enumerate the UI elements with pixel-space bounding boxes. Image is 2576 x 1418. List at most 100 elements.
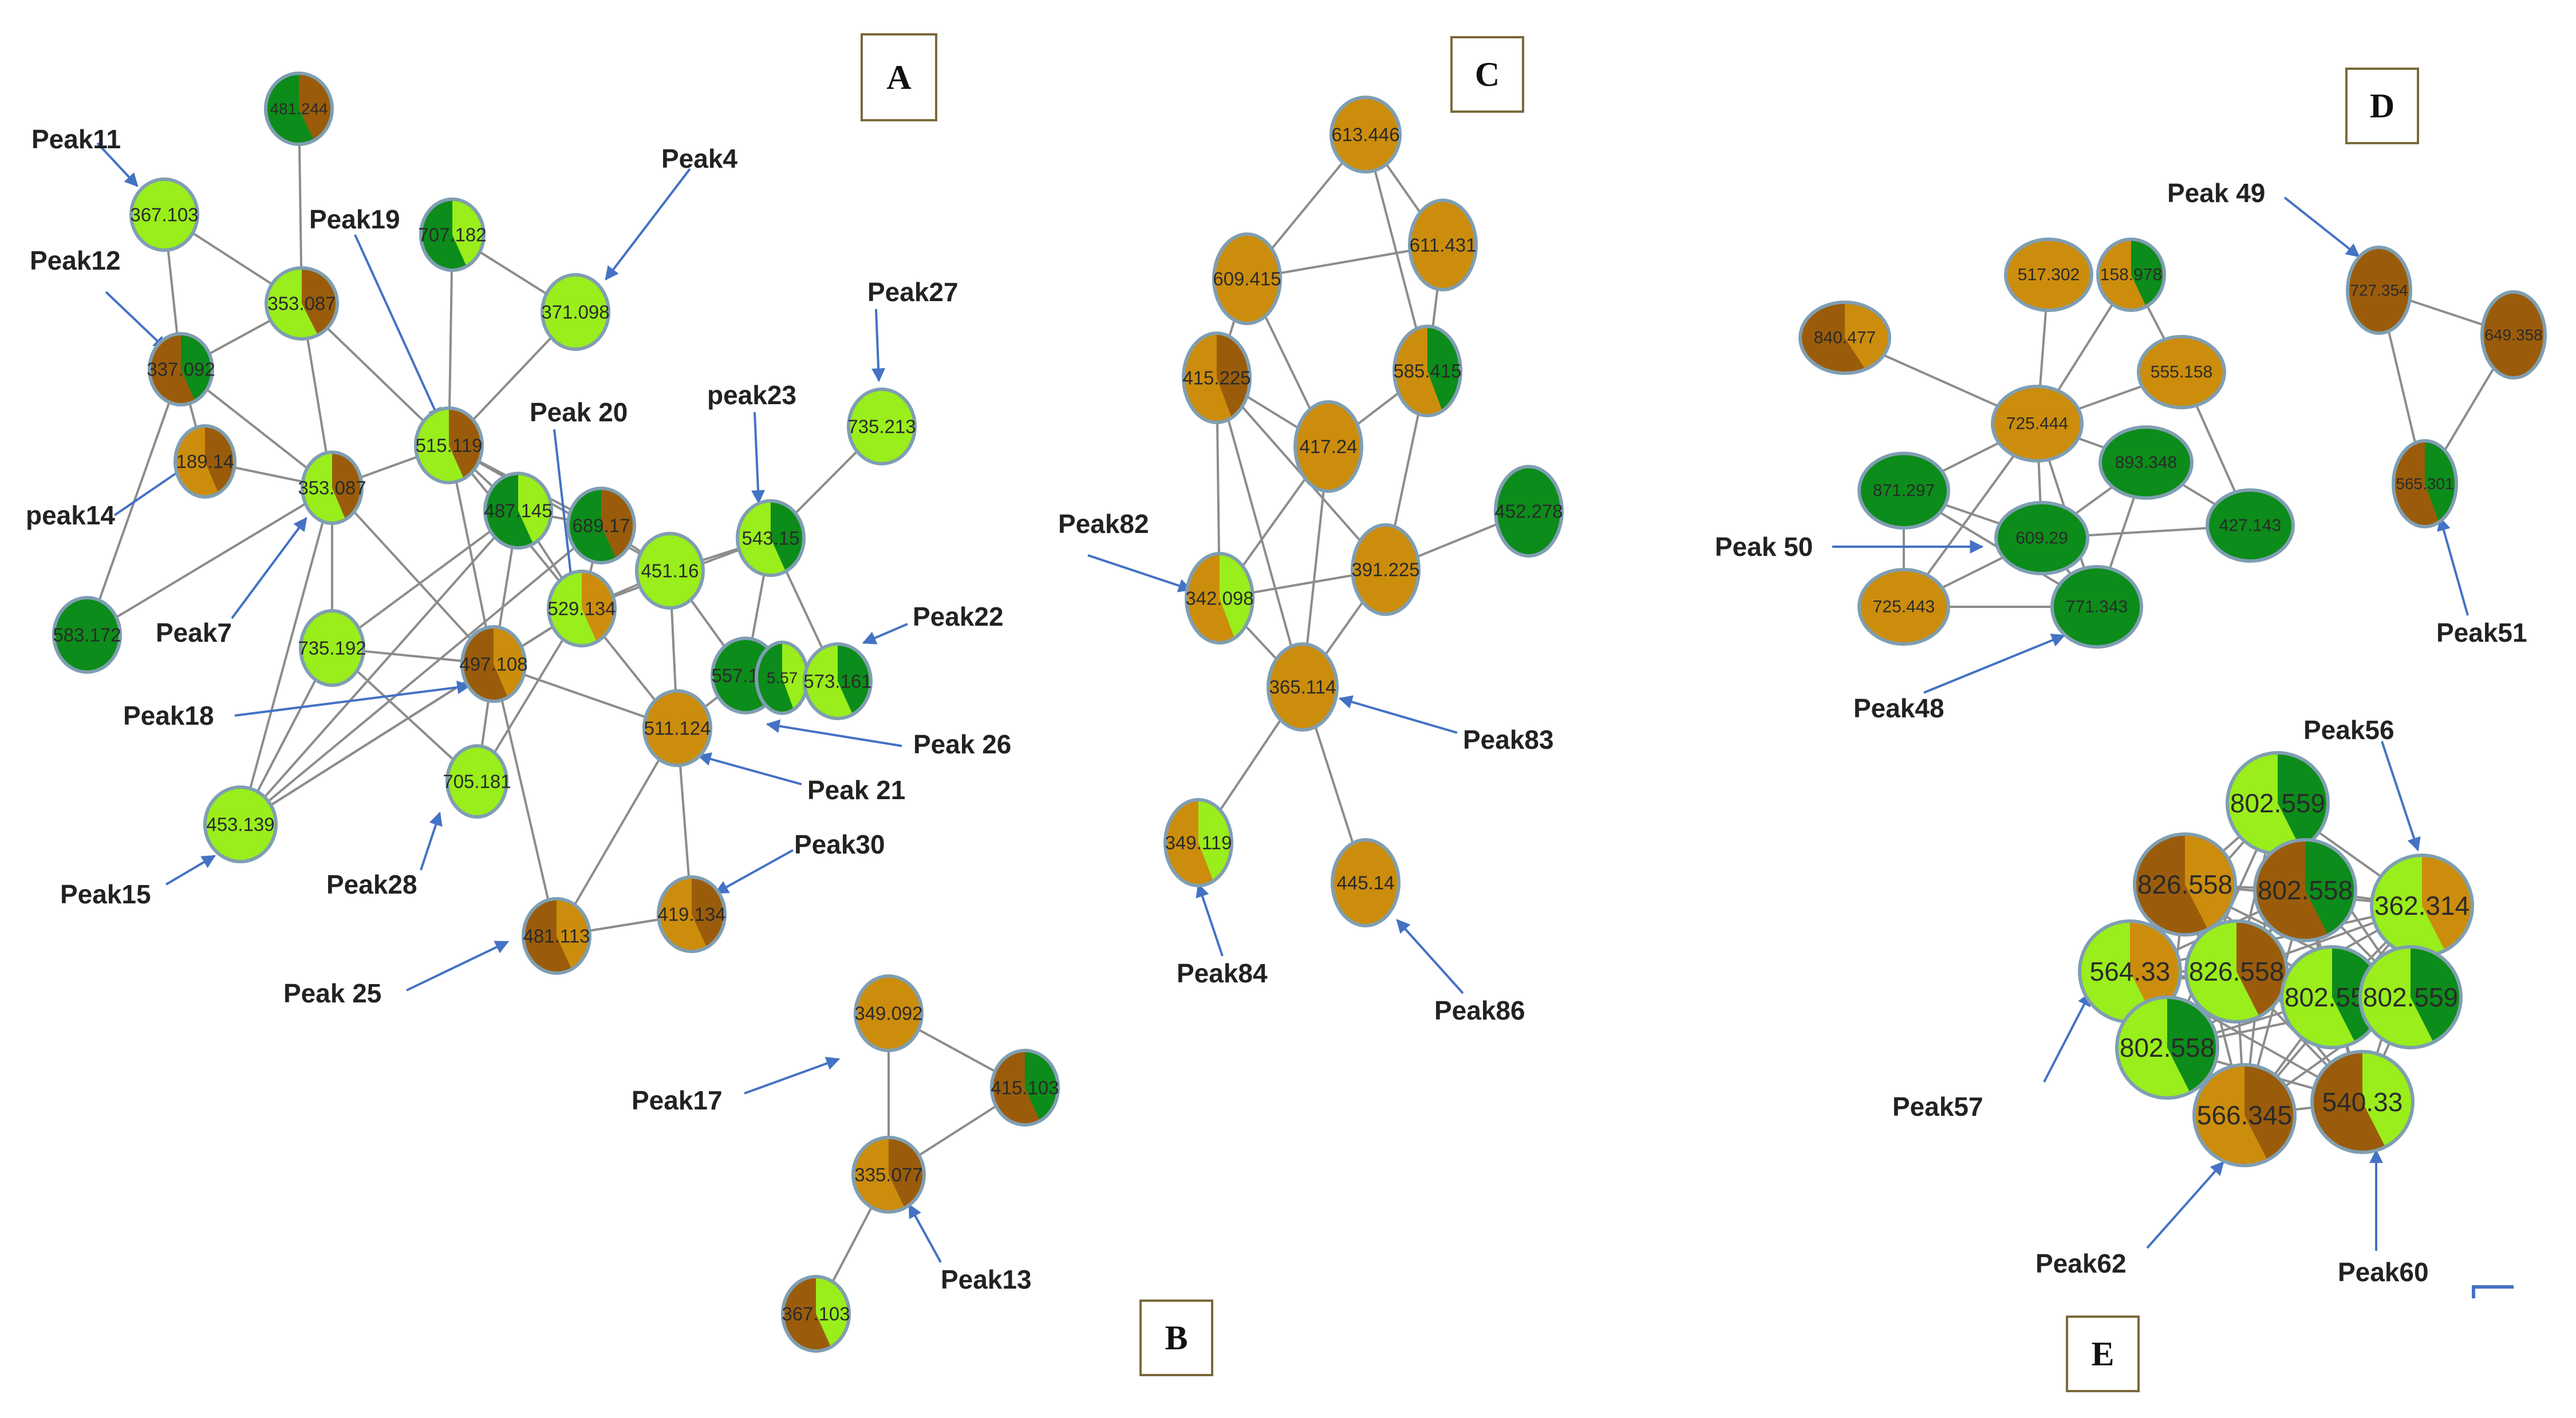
network-edge (239, 509, 519, 825)
node-body (299, 609, 365, 687)
panel-label: C (1475, 56, 1500, 93)
node-label: 840.477 (1814, 329, 1876, 347)
network-node: 893.348 (2098, 425, 2194, 500)
panel-label-box (861, 33, 937, 121)
node-body (129, 177, 199, 252)
node-label: 415.225 (1182, 368, 1250, 389)
node-label: 419.134 (657, 904, 725, 925)
peak-callout-label: Peak 49 (2167, 178, 2265, 208)
network-node: 367.103 (781, 1275, 851, 1353)
network-node: 353.087 (265, 266, 339, 341)
network-edge (239, 607, 583, 825)
callout-arrow (605, 168, 691, 281)
network-node: 707.182 (418, 198, 487, 272)
network-node: 771.343 (2050, 565, 2143, 649)
network-node: 481.113 (522, 897, 591, 975)
network-node: 566.345 (2192, 1063, 2297, 1167)
network-node: 529.134 (547, 570, 617, 647)
node-pie-slice (2236, 923, 2286, 1015)
network-node: 735.213 (847, 388, 917, 465)
node-label: 337.092 (147, 359, 215, 380)
peak-callout-label: peak14 (26, 500, 115, 530)
node-pie-slice (557, 900, 588, 968)
network-node: 573.161 (803, 642, 873, 720)
node-label: 517.302 (2018, 266, 2080, 285)
callout-arrow (744, 1057, 841, 1095)
node-label: 802.558 (2258, 875, 2353, 905)
node-pie-slice (1427, 328, 1459, 409)
network-node: 511.124 (642, 689, 712, 767)
network-node: 453.139 (203, 785, 278, 863)
panel-label-box (2066, 1316, 2140, 1392)
node-label: 707.182 (418, 224, 486, 246)
node-label: 555.158 (2151, 363, 2212, 382)
node-label: 487.145 (484, 500, 552, 522)
node-body (847, 388, 917, 465)
callout-arrow (871, 309, 886, 382)
callout-arrow (105, 291, 167, 350)
node-label: 735.192 (298, 638, 366, 659)
node-body (1991, 385, 2084, 463)
node-label: 826.558 (2137, 870, 2232, 899)
node-body (2480, 290, 2547, 380)
node-label: 335.077 (854, 1164, 922, 1186)
node-pie-slice (1845, 304, 1888, 368)
callout-arrow (2146, 1161, 2224, 1249)
network-node: 349.119 (1163, 798, 1233, 887)
callout-arrow (234, 680, 471, 717)
node-pie-slice (1025, 1052, 1056, 1120)
peak-callout-label: Peak 21 (807, 775, 905, 805)
node-pie-slice (2244, 1067, 2293, 1159)
callout-arrow (406, 941, 510, 992)
node-label: 365.114 (1269, 677, 1336, 698)
peak-callout-label: Peak22 (913, 602, 1004, 631)
node-layer: 481.244367.103353.087337.092707.182371.0… (52, 72, 2547, 1353)
node-label: 367.103 (782, 1304, 850, 1325)
network-node: 543.15 (736, 499, 806, 577)
callout-arrow (1196, 883, 1224, 957)
node-body (1857, 452, 1950, 530)
node-label: 585.415 (1393, 361, 1461, 382)
node-pie-slice (494, 629, 523, 696)
node-label: 445.14 (1337, 872, 1395, 894)
node-label: 417.24 (1300, 436, 1358, 457)
node-pie-slice (2278, 755, 2327, 847)
network-node: 871.297 (1857, 452, 1950, 530)
node-body (1267, 642, 1339, 732)
callout-arrow (751, 412, 766, 504)
node-label: 349.119 (1165, 832, 1232, 854)
network-node: 609.29 (1994, 501, 2089, 575)
node-label: 451.16 (641, 560, 699, 582)
node-body (445, 744, 508, 819)
network-node: 555.158 (2137, 335, 2226, 409)
node-label: 511.124 (644, 718, 711, 739)
network-node: 158.978 (2096, 238, 2166, 312)
node-pie-slice (299, 75, 330, 139)
node-label: 367.103 (130, 204, 198, 226)
node-body (1293, 400, 1363, 493)
node-pie-slice (332, 454, 361, 518)
callout-arrow (2043, 992, 2091, 1083)
node-label: 802.559 (2230, 788, 2325, 818)
node-pie-slice (2130, 923, 2179, 1015)
node-pie-slice (838, 646, 869, 713)
network-node: 365.114 (1267, 642, 1339, 732)
network-edge (1216, 377, 1304, 688)
network-edge (331, 509, 519, 649)
peak-callout-label: Peak57 (1892, 1092, 1983, 1121)
node-label: 573.161 (803, 671, 871, 692)
network-node: 583.172 (52, 596, 122, 674)
node-label: 353.087 (298, 477, 366, 499)
peak-callout-label: Peak19 (309, 204, 400, 234)
node-pie-slice (2185, 836, 2234, 928)
node-label: 564.33 (2090, 957, 2171, 986)
network-node: 417.24 (1293, 400, 1363, 493)
node-label: 342.098 (1185, 588, 1253, 609)
node-label: 725.443 (1873, 598, 1935, 617)
network-node: 705.181 (443, 744, 511, 819)
network-node: 564.33 (2078, 919, 2182, 1024)
network-node: 826.558 (2133, 832, 2237, 937)
node-label: 725.444 (2006, 414, 2068, 433)
node-label: 349.092 (854, 1003, 922, 1024)
node-label: 705.181 (443, 771, 511, 792)
